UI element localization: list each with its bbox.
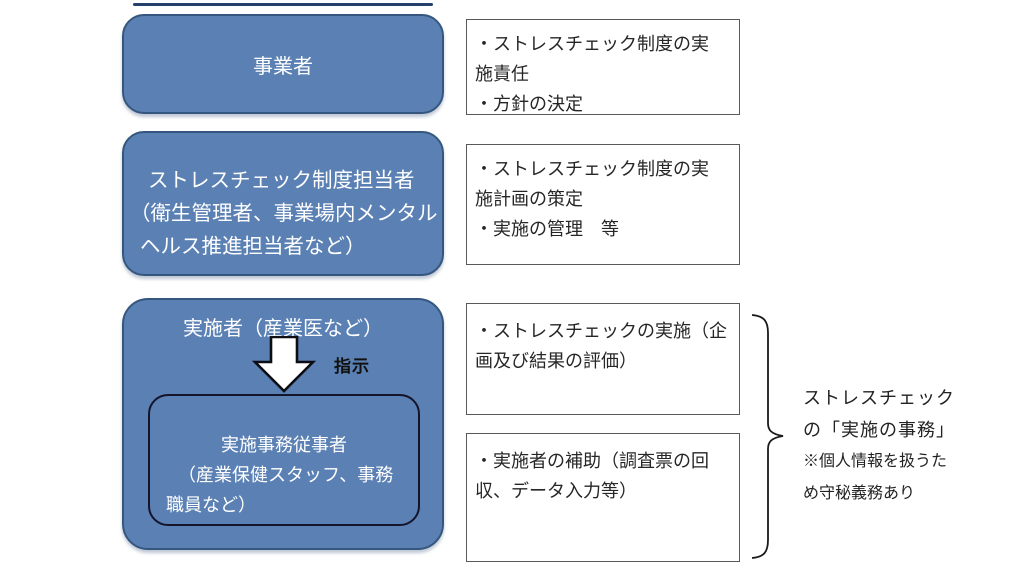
employer-box: 事業者 [122, 14, 444, 114]
note-line: め守秘義務あり [803, 485, 916, 502]
duty-line: ・ストレスチェック制度の実 [475, 159, 709, 179]
note-line: ストレスチェック [803, 388, 955, 408]
duty-line: ・ストレスチェックの実施（企 [475, 321, 727, 341]
duty-line: ・実施者の補助（調査票の回 [475, 451, 709, 471]
duty-line: 収、データ入力等） [475, 481, 637, 501]
implementer-duties-box: ・ストレスチェックの実施（企 画及び結果の評価） [466, 303, 740, 415]
note-line: ※個人情報を扱うた [803, 453, 948, 470]
implementer-title: 実施者（産業医など） [183, 318, 383, 340]
duty-line: 施責任 [475, 64, 529, 84]
duty-line: 施計画の策定 [475, 189, 583, 209]
note-line: の「実施の事務」 [803, 420, 955, 440]
employer-duties-box: ・ストレスチェック制度の実 施責任 ・方針の決定 [466, 19, 740, 115]
staff-box: 実施事務従事者 （産業保健スタッフ、事務 職員など） [148, 394, 420, 526]
coordinator-subtitle-line: ヘルス推進担当者など） [140, 235, 366, 258]
staff-title: 実施事務従事者 [221, 435, 347, 455]
coordinator-duties-box: ・ストレスチェック制度の実 施計画の策定 ・実施の管理 等 [466, 144, 740, 265]
coordinator-subtitle-line: （衛生管理者、事業場内メンタル [130, 202, 438, 225]
duty-line: 画及び結果の評価） [475, 351, 637, 371]
staff-duties-box: ・実施者の補助（調査票の回 収、データ入力等） [466, 433, 740, 562]
staff-subtitle-line: 職員など） [166, 495, 256, 515]
coordinator-title: ストレスチェック制度担当者 [148, 169, 415, 192]
bracket-note: ストレスチェック の「実施の事務」 ※個人情報を扱うた め守秘義務あり [803, 382, 1013, 510]
staff-subtitle-line: （産業保健スタッフ、事務 [178, 465, 394, 485]
employer-label: 事業者 [253, 55, 313, 78]
right-brace-bracket-icon [750, 313, 790, 560]
duty-line: ・ストレスチェック制度の実 [475, 34, 709, 54]
instruction-arrow-label: 指示 [334, 357, 370, 376]
cropped-shape-edge [133, 3, 433, 6]
coordinator-box: ストレスチェック制度担当者 （衛生管理者、事業場内メンタル ヘルス推進担当者など… [122, 131, 444, 276]
down-arrow-icon [251, 335, 317, 394]
duty-line: ・方針の決定 [475, 94, 583, 114]
duty-line: ・実施の管理 等 [475, 219, 619, 239]
